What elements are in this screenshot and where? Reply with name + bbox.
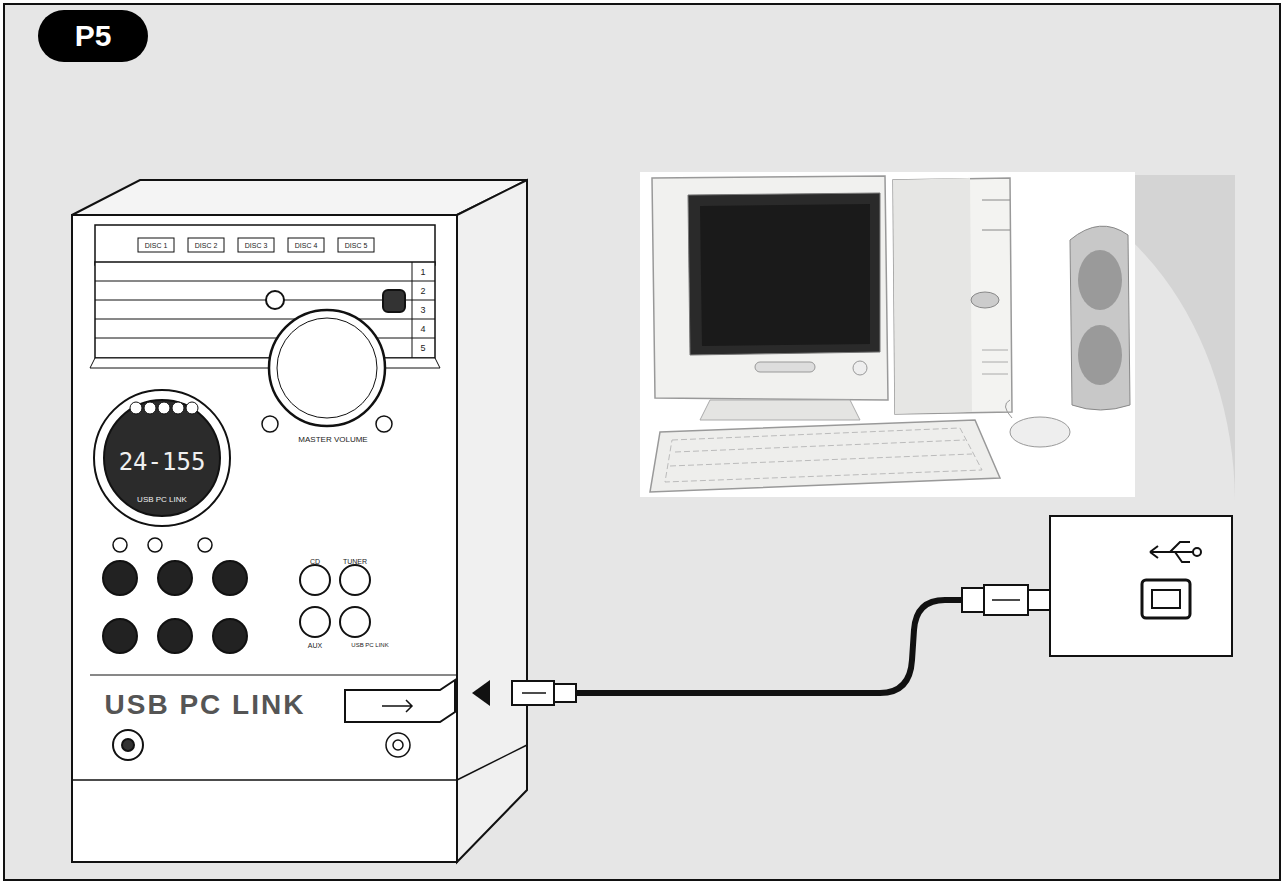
monitor <box>652 176 888 420</box>
panel-label: 3 <box>420 306 425 315</box>
usb-cable <box>472 580 1125 706</box>
panel-label: DISC 2 <box>195 242 218 249</box>
panel-label: CD <box>310 558 320 565</box>
panel-label: USB PC LINK <box>351 642 388 648</box>
panel-label: 24-155 <box>119 450 206 474</box>
micro-system <box>72 180 527 862</box>
panel-label: MASTER VOLUME <box>298 436 367 444</box>
panel-label: DISC 5 <box>345 242 368 249</box>
panel-label: 4 <box>420 325 425 334</box>
mouse-cord <box>1005 400 1012 418</box>
keyboard <box>650 420 1000 492</box>
panel-label: AUX <box>308 642 322 649</box>
pc-speaker <box>1070 226 1130 410</box>
panel-label: TUNER <box>343 558 367 565</box>
panel-label: USB PC LINK <box>105 691 306 719</box>
pc-photo-bg <box>640 172 1135 497</box>
panel-label: USB PC LINK <box>137 496 187 504</box>
pc-tower <box>893 178 1012 414</box>
panel-label: DISC 1 <box>145 242 168 249</box>
panel-label: 2 <box>420 287 425 296</box>
panel-label: DISC 3 <box>245 242 268 249</box>
mouse <box>1010 417 1070 447</box>
figure-badge: P5 <box>38 10 148 62</box>
panel-label: DISC 4 <box>295 242 318 249</box>
badge-text: P5 <box>75 19 112 53</box>
frame <box>4 4 1280 880</box>
panel-label: 5 <box>420 344 425 353</box>
usb-port-inset <box>1050 516 1232 656</box>
panel-label: 1 <box>420 268 425 277</box>
